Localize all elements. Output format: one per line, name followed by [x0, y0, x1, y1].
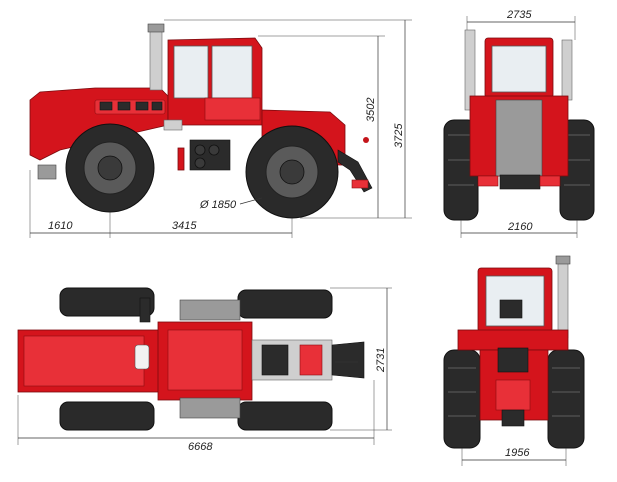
- dim-cab-height: 3502: [365, 98, 377, 122]
- dim-rear-track: 1956: [505, 447, 530, 459]
- top-view: 6668 2731: [17, 287, 392, 453]
- dim-overall-width: 2731: [375, 348, 387, 373]
- front-view: 2735 2160: [443, 9, 595, 238]
- dim-front-overhang: 1610: [48, 220, 73, 232]
- side-view: 1610 3415 Ø 1850 3502 3725: [29, 19, 412, 238]
- dim-total-height: 3725: [393, 123, 405, 148]
- dim-overall-length: 6668: [188, 441, 213, 453]
- rear-view: 1956: [443, 255, 585, 466]
- dim-front-track: 2160: [507, 221, 533, 233]
- dim-wheelbase: 3415: [172, 220, 197, 232]
- dim-wheel-diameter: Ø 1850: [199, 199, 237, 211]
- dim-front-width: 2735: [506, 9, 532, 21]
